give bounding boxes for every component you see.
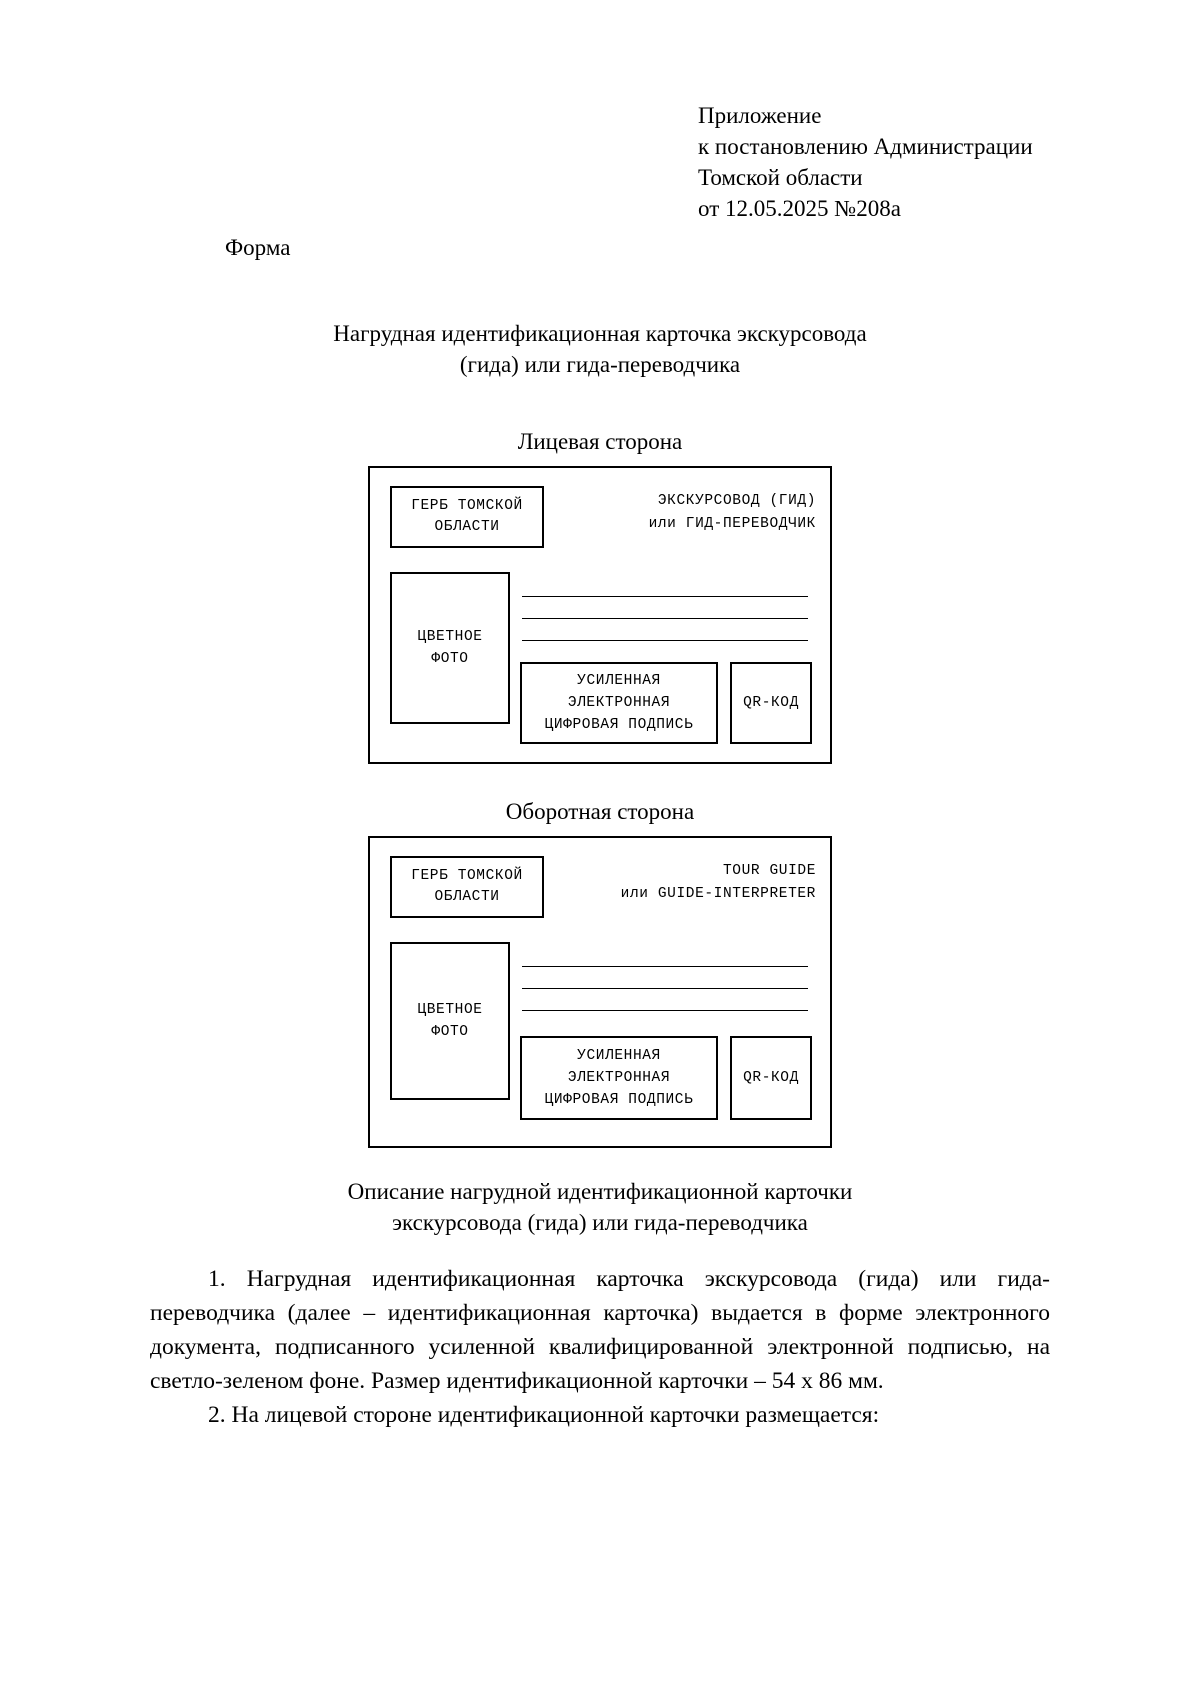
signature-line-1: УСИЛЕННАЯ (577, 673, 661, 689)
rule-line (522, 966, 808, 967)
card-back-title-line-2: или GUIDE-INTERPRETER (620, 886, 816, 902)
card-front-title-line-1: ЭКСКУРСОВОД (ГИД) (657, 493, 816, 509)
card-front-title: ЭКСКУРСОВОД (ГИД) или ГИД-ПЕРЕВОДЧИК (649, 490, 816, 536)
name-rule-lines-back (522, 966, 808, 1032)
card-front-title-line-2: или ГИД-ПЕРЕВОДЧИК (648, 516, 816, 532)
description-heading-line-1: Описание нагрудной идентификационной кар… (347, 1179, 853, 1204)
signature-line-3: ЦИФРОВАЯ ПОДПИСЬ (544, 1092, 694, 1108)
photo-box-back: ЦВЕТНОЕ ФОТО (390, 942, 510, 1100)
appendix-header: Приложение к постановлению Администрации… (698, 100, 1118, 224)
emblem-box-front: ГЕРБ ТОМСКОЙ ОБЛАСТИ (390, 486, 544, 548)
photo-box-front: ЦВЕТНОЕ ФОТО (390, 572, 510, 724)
page-title: Нагрудная идентификационная карточка экс… (160, 318, 1040, 380)
qr-code-box-back: QR-КОД (730, 1036, 812, 1120)
rule-line (522, 988, 808, 989)
appendix-line-3: Томской области (698, 165, 863, 190)
signature-line-3: ЦИФРОВАЯ ПОДПИСЬ (544, 717, 694, 733)
rule-line (522, 618, 808, 619)
signature-line-1: УСИЛЕННАЯ (577, 1048, 661, 1064)
badge-card-back: ГЕРБ ТОМСКОЙ ОБЛАСТИ TOUR GUIDE или GUID… (368, 836, 832, 1148)
body-text: 1. Нагрудная идентификационная карточка … (150, 1262, 1050, 1432)
signature-line-2: ЭЛЕКТРОННАЯ (567, 695, 671, 711)
rule-line (522, 596, 808, 597)
badge-card-back-inner: ГЕРБ ТОМСКОЙ ОБЛАСТИ TOUR GUIDE или GUID… (370, 838, 830, 1146)
signature-line-2: ЭЛЕКТРОННАЯ (567, 1070, 671, 1086)
badge-card-front-inner: ГЕРБ ТОМСКОЙ ОБЛАСТИ ЭКСКУРСОВОД (ГИД) и… (370, 468, 830, 762)
page-title-line-2: (гида) или гида-переводчика (459, 352, 741, 377)
appendix-line-2: к постановлению Администрации (698, 134, 1033, 159)
caption-front-side: Лицевая сторона (517, 429, 683, 454)
paragraph-1: 1. Нагрудная идентификационная карточка … (150, 1266, 1050, 1394)
name-rule-lines-front (522, 596, 808, 662)
caption-back-side: Оборотная сторона (505, 799, 695, 824)
rule-line (522, 1010, 808, 1011)
photo-line-1: ЦВЕТНОЕ (417, 629, 483, 645)
photo-line-2: ФОТО (431, 1024, 469, 1040)
card-back-title-line-1: TOUR GUIDE (722, 863, 816, 879)
emblem-line-1: ГЕРБ ТОМСКОЙ (411, 868, 523, 884)
emblem-line-2: ОБЛАСТИ (434, 519, 500, 535)
photo-line-1: ЦВЕТНОЕ (417, 1002, 483, 1018)
emblem-line-1: ГЕРБ ТОМСКОЙ (411, 498, 523, 514)
digital-signature-box-back: УСИЛЕННАЯ ЭЛЕКТРОННАЯ ЦИФРОВАЯ ПОДПИСЬ (520, 1036, 718, 1120)
emblem-line-2: ОБЛАСТИ (434, 889, 500, 905)
digital-signature-box-front: УСИЛЕННАЯ ЭЛЕКТРОННАЯ ЦИФРОВАЯ ПОДПИСЬ (520, 662, 718, 744)
form-label: Форма (225, 235, 291, 260)
page-title-line-1: Нагрудная идентификационная карточка экс… (333, 321, 867, 346)
appendix-line-1: Приложение (698, 103, 822, 128)
badge-card-front: ГЕРБ ТОМСКОЙ ОБЛАСТИ ЭКСКУРСОВОД (ГИД) и… (368, 466, 832, 764)
description-heading: Описание нагрудной идентификационной кар… (160, 1176, 1040, 1238)
paragraph-2: 2. На лицевой стороне идентификационной … (208, 1402, 880, 1428)
emblem-box-back: ГЕРБ ТОМСКОЙ ОБЛАСТИ (390, 856, 544, 918)
card-back-title: TOUR GUIDE или GUIDE-INTERPRETER (621, 860, 816, 906)
qr-code-box-front: QR-КОД (730, 662, 812, 744)
appendix-line-4: от 12.05.2025 №208а (698, 196, 901, 221)
rule-line (522, 640, 808, 641)
photo-line-2: ФОТО (431, 651, 469, 667)
description-heading-line-2: экскурсовода (гида) или гида-переводчика (392, 1210, 808, 1235)
